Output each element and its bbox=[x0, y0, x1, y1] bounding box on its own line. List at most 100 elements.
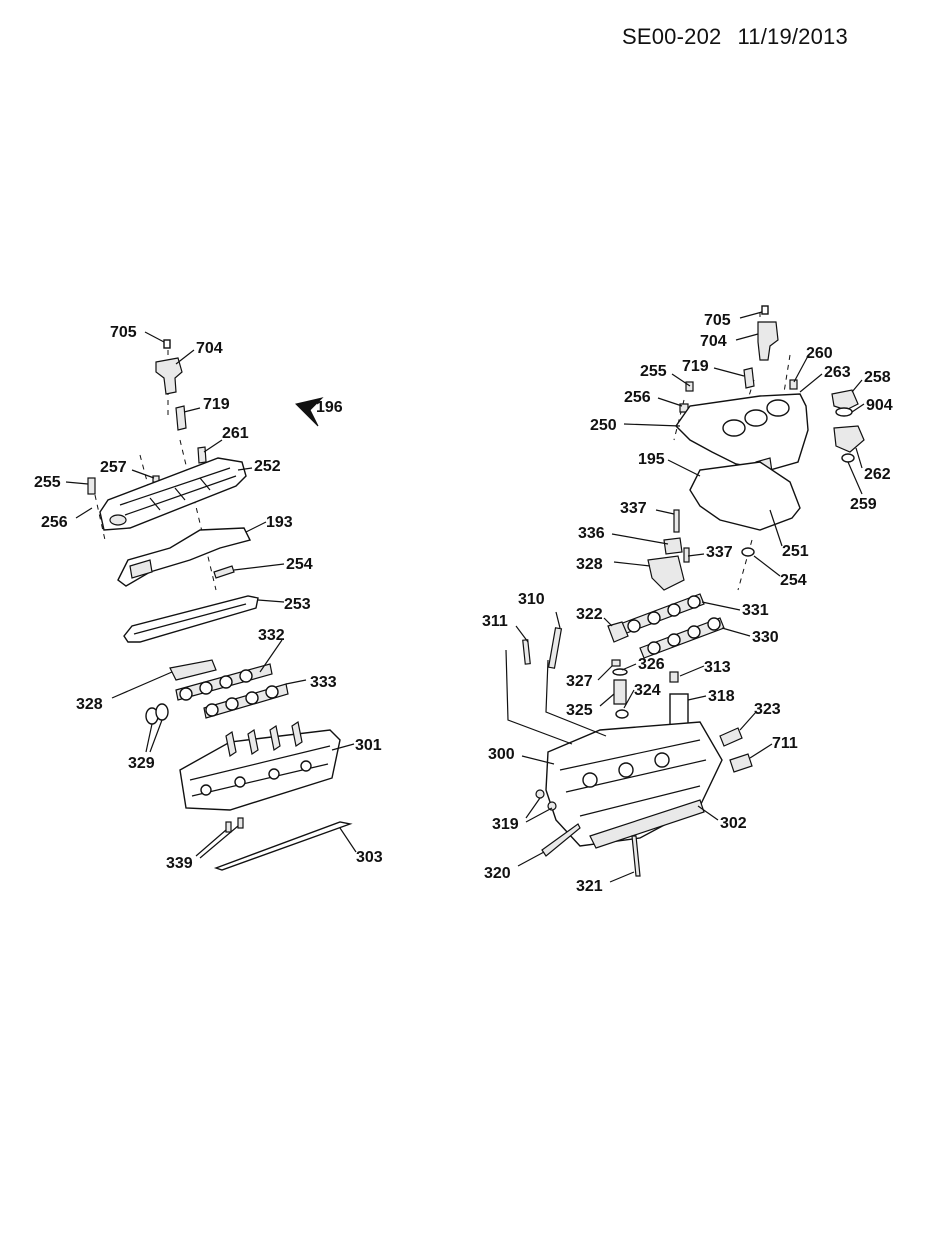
callout-r311: 311 bbox=[482, 613, 508, 630]
callout-r328: 328 bbox=[576, 556, 603, 573]
dowel-pin-part bbox=[225, 821, 232, 833]
valve-cover-part bbox=[99, 457, 247, 531]
left-leader-lines bbox=[65, 331, 357, 859]
cam-bearing-cap-part bbox=[169, 659, 217, 681]
callout-r323: 323 bbox=[754, 701, 781, 718]
callout-r330: 330 bbox=[752, 629, 779, 646]
callout-l256: 256 bbox=[41, 514, 68, 531]
valve-spring-part bbox=[613, 679, 627, 705]
plug-319b-part bbox=[547, 801, 557, 811]
ignition-coil-body-right bbox=[757, 321, 779, 361]
lifter-313-part bbox=[669, 671, 679, 683]
callout-r195: 195 bbox=[638, 451, 665, 468]
spark-tube-seal-right-part bbox=[741, 547, 755, 557]
spark-plug-part bbox=[175, 405, 187, 431]
callout-r321: 321 bbox=[576, 878, 603, 895]
valve-cover-gasket-right-part bbox=[689, 461, 801, 531]
callout-r337a: 337 bbox=[620, 500, 647, 517]
callout-l252: 252 bbox=[254, 458, 281, 475]
callout-l329: 329 bbox=[128, 755, 155, 772]
bolt-261-part bbox=[197, 446, 207, 464]
callout-r319: 319 bbox=[492, 816, 519, 833]
heat-shield-part bbox=[117, 527, 252, 587]
seal-259-part bbox=[841, 453, 855, 463]
bolt-337b-part bbox=[683, 547, 690, 563]
callout-r320: 320 bbox=[484, 865, 511, 882]
callout-l255: 255 bbox=[34, 474, 61, 491]
ignition-coil-part-right bbox=[761, 305, 769, 315]
cylinder-head-left-part bbox=[179, 721, 341, 811]
right-leader-lines bbox=[505, 311, 865, 883]
callout-l261: 261 bbox=[222, 425, 249, 442]
callout-r300: 300 bbox=[488, 746, 515, 763]
cam-bearing-cap-right-part bbox=[647, 555, 685, 591]
callout-r263: 263 bbox=[824, 364, 851, 381]
diagram-header: SE00-202 11/19/2013 bbox=[622, 24, 864, 50]
callout-r255: 255 bbox=[640, 363, 667, 380]
spark-tube-seal-part bbox=[213, 565, 235, 579]
callout-r904: 904 bbox=[866, 397, 893, 414]
callout-r302: 302 bbox=[720, 815, 747, 832]
diagram-date: 11/19/2013 bbox=[737, 24, 848, 49]
callout-r256: 256 bbox=[624, 389, 651, 406]
callout-r336: 336 bbox=[578, 525, 605, 542]
callout-r250: 250 bbox=[590, 417, 617, 434]
bolt-255-part-right bbox=[685, 381, 694, 392]
callout-l705: 705 bbox=[110, 324, 137, 341]
left-head-assembly bbox=[87, 339, 353, 871]
cylinder-head-right-part bbox=[545, 721, 723, 849]
valve-320-part bbox=[541, 823, 581, 857]
bolt-260-part bbox=[789, 379, 798, 390]
seal-904-part bbox=[835, 407, 853, 417]
callout-r260: 260 bbox=[806, 345, 833, 362]
callout-r262: 262 bbox=[864, 466, 891, 483]
valve-retainer-part bbox=[612, 668, 628, 676]
callout-r705: 705 bbox=[704, 312, 731, 329]
callout-r258: 258 bbox=[864, 369, 891, 386]
callout-l303: 303 bbox=[356, 849, 383, 866]
sensor-323-part bbox=[719, 727, 743, 747]
head-bolt-311-part bbox=[522, 639, 531, 665]
callout-l254: 254 bbox=[286, 556, 313, 573]
callout-r318: 318 bbox=[708, 688, 735, 705]
callout-r331: 331 bbox=[742, 602, 769, 619]
sensor-711-part bbox=[729, 753, 753, 773]
callout-r704: 704 bbox=[700, 333, 727, 350]
callout-r313: 313 bbox=[704, 659, 731, 676]
callout-l339: 339 bbox=[166, 855, 193, 872]
diagram-code: SE00-202 bbox=[622, 24, 722, 49]
callout-l333: 333 bbox=[310, 674, 337, 691]
callout-l301: 301 bbox=[355, 737, 382, 754]
callout-r254: 254 bbox=[780, 572, 807, 589]
callout-l719: 719 bbox=[203, 396, 230, 413]
expansion-plug-part-2 bbox=[155, 703, 169, 721]
callout-r324: 324 bbox=[634, 682, 661, 699]
callout-r326: 326 bbox=[638, 656, 665, 673]
head-gasket-left-part bbox=[213, 821, 353, 871]
callout-r337b: 337 bbox=[706, 544, 733, 561]
callout-r322: 322 bbox=[576, 606, 603, 623]
camshaft-pair-right-part bbox=[619, 593, 725, 659]
valve-keeper-part bbox=[611, 659, 621, 667]
callout-r259: 259 bbox=[850, 496, 877, 513]
callout-l332: 332 bbox=[258, 627, 285, 644]
plug-319-part bbox=[535, 789, 545, 799]
oil-fill-cap-part bbox=[831, 389, 859, 411]
bolt-337-part bbox=[673, 509, 680, 533]
callout-l704: 704 bbox=[196, 340, 223, 357]
right-head-assembly bbox=[522, 305, 865, 877]
valve-cover-gasket-part bbox=[123, 595, 259, 643]
callout-r327: 327 bbox=[566, 673, 593, 690]
head-bolt-310-part bbox=[547, 627, 563, 669]
callout-r711: 711 bbox=[772, 735, 798, 752]
callout-labels: 705 704 719 196 261 257 252 255 256 193 … bbox=[34, 312, 893, 895]
camshaft-pair-part bbox=[175, 663, 289, 719]
direction-arrow-icon bbox=[295, 397, 324, 427]
callout-l193: 193 bbox=[266, 514, 293, 531]
callout-l257: 257 bbox=[100, 459, 127, 476]
dowel-pin-part-2 bbox=[237, 817, 244, 829]
oil-fill-tube-part bbox=[833, 425, 865, 453]
callout-r251: 251 bbox=[782, 543, 809, 560]
callout-r325: 325 bbox=[566, 702, 593, 719]
bracket-336-part bbox=[663, 537, 683, 555]
